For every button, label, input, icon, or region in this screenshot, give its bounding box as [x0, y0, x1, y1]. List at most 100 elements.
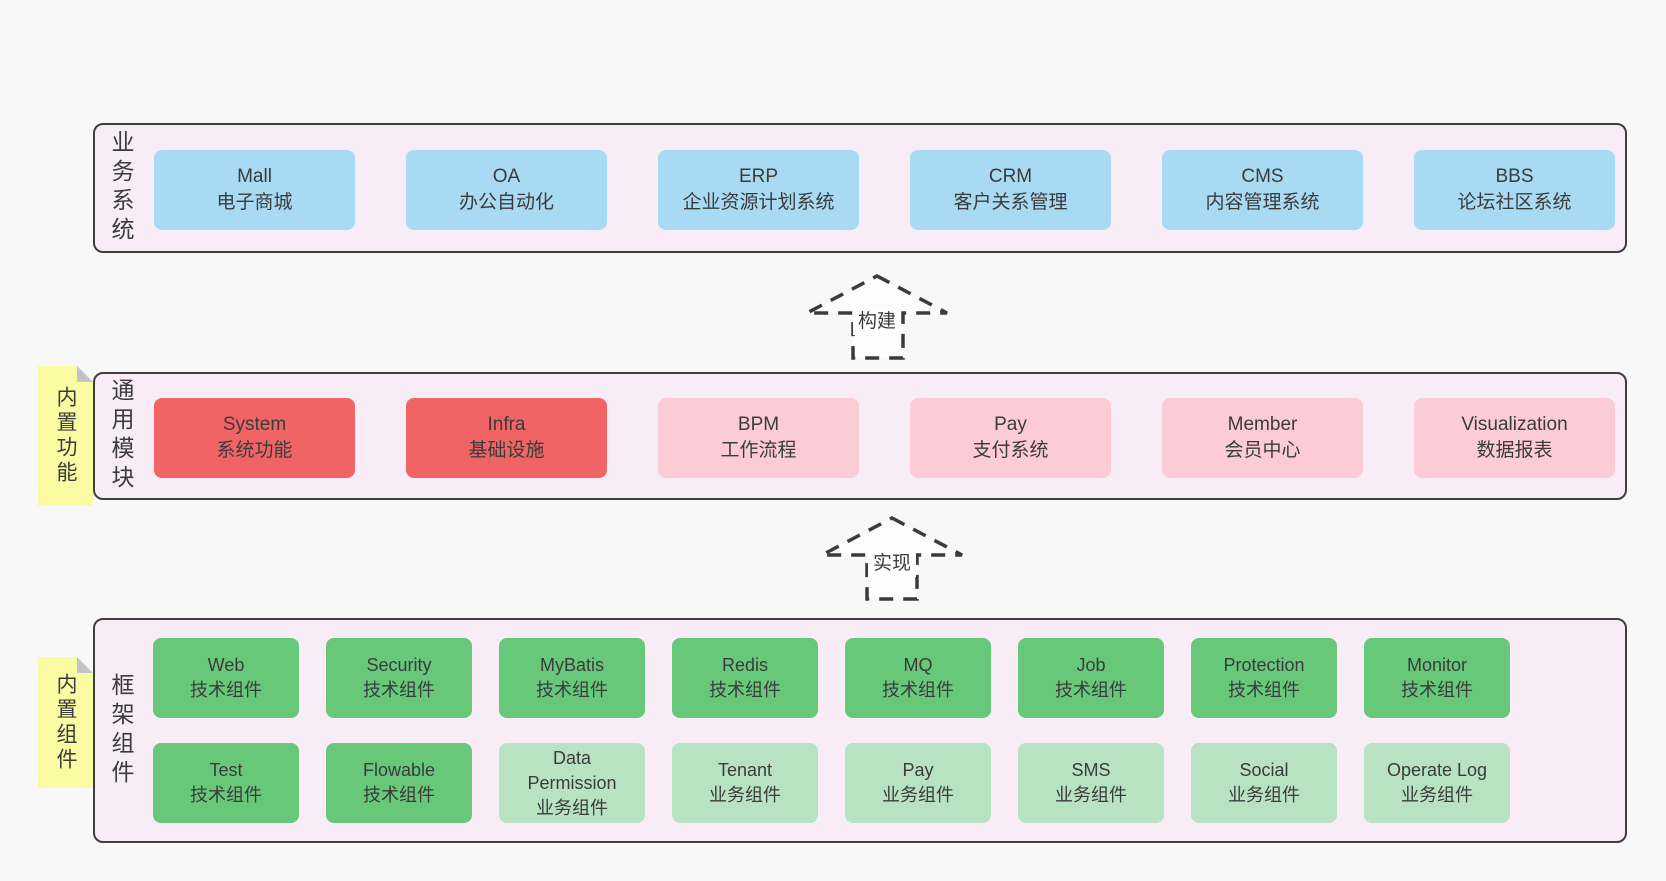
box-title: Member	[1227, 414, 1298, 435]
component-box-monitor: Monitor 技术组件	[1364, 638, 1510, 718]
module-box-erp: ERP 企业资源计划系统	[658, 150, 859, 230]
layer-framework-components: 框架组件 Web 技术组件 Security 技术组件 MyBatis 技术组件…	[93, 618, 1627, 843]
box-subtitle: 技术组件	[882, 680, 954, 700]
module-box-infra: Infra 基础设施	[406, 398, 607, 478]
folded-corner-icon	[77, 366, 93, 382]
box-subtitle: 技术组件	[363, 680, 435, 700]
box-subtitle: 基础设施	[468, 440, 545, 461]
box-subtitle: 技术组件	[363, 785, 435, 805]
box-title: CRM	[988, 166, 1033, 187]
component-box-social: Social 业务组件	[1191, 743, 1337, 823]
component-box-test: Test 技术组件	[153, 743, 299, 823]
box-subtitle: 内容管理系统	[1205, 192, 1320, 213]
box-title: Tenant	[717, 760, 773, 780]
box-title: Operate Log	[1386, 760, 1488, 780]
biz-component-row: Test 技术组件 Flowable 技术组件 Data Permission …	[153, 743, 1510, 823]
sticky-note-built-in-components: 内置组件	[38, 657, 93, 788]
sticky-label: 内置功能	[54, 386, 77, 486]
box-subtitle: 业务组件	[1228, 785, 1300, 805]
box-title: ERP	[738, 166, 779, 187]
box-subtitle: 技术组件	[1055, 680, 1127, 700]
box-title: MyBatis	[539, 655, 604, 675]
layer-label-common-modules: 通用模块	[108, 378, 134, 494]
box-title: MQ	[903, 655, 933, 675]
module-box-cms: CMS 内容管理系统	[1162, 150, 1363, 230]
box-title: Security	[366, 655, 432, 675]
layer-common-modules: 通用模块 System 系统功能 Infra 基础设施 BPM 工作流程 Pay…	[93, 372, 1627, 500]
component-box-tenant: Tenant 业务组件	[672, 743, 818, 823]
component-box-flowable: Flowable 技术组件	[326, 743, 472, 823]
box-subtitle: 技术组件	[1228, 680, 1300, 700]
box-title: Monitor	[1406, 655, 1468, 675]
box-subtitle: 电子商城	[216, 192, 293, 213]
box-subtitle: 技术组件	[190, 680, 262, 700]
box-title: System	[222, 414, 287, 435]
layer-label-framework-components: 框架组件	[108, 672, 134, 789]
box-title: Redis	[721, 655, 769, 675]
box-title: SMS	[1071, 760, 1111, 780]
module-box-visualization: Visualization 数据报表	[1414, 398, 1615, 478]
box-title: Mall	[237, 166, 272, 187]
build-arrow-label: 构建	[852, 309, 902, 335]
box-subtitle: 技术组件	[1401, 680, 1473, 700]
module-box-pay: Pay 支付系统	[910, 398, 1111, 478]
component-box-security: Security 技术组件	[326, 638, 472, 718]
box-subtitle: 支付系统	[972, 440, 1049, 461]
box-subtitle: 业务组件	[536, 797, 608, 818]
component-box-sms: SMS 业务组件	[1018, 743, 1164, 823]
component-box-web: Web 技术组件	[153, 638, 299, 718]
component-box-redis: Redis 技术组件	[672, 638, 818, 718]
box-subtitle: 业务组件	[1055, 785, 1127, 805]
box-title: Infra	[487, 414, 526, 435]
box-title: OA	[492, 166, 521, 187]
implement-arrow-label: 实现	[867, 551, 917, 577]
module-box-system: System 系统功能	[154, 398, 355, 478]
box-subtitle: 业务组件	[1401, 785, 1473, 805]
box-subtitle: 论坛社区系统	[1457, 192, 1572, 213]
box-title: Data Permission	[527, 747, 617, 793]
box-title: Social	[1239, 760, 1289, 780]
box-subtitle: 技术组件	[190, 785, 262, 805]
box-title: Test	[209, 760, 243, 780]
box-subtitle: 企业资源计划系统	[682, 192, 835, 213]
layer-label-business-systems: 业务系统	[108, 130, 134, 246]
box-subtitle: 办公自动化	[458, 192, 554, 213]
box-title: Protection	[1223, 655, 1305, 675]
sticky-label: 内置组件	[54, 672, 77, 773]
box-subtitle: 会员中心	[1224, 440, 1301, 461]
module-box-bbs: BBS 论坛社区系统	[1414, 150, 1615, 230]
component-box-operate-log: Operate Log 业务组件	[1364, 743, 1510, 823]
box-title: BPM	[737, 414, 780, 435]
component-box-mybatis: MyBatis 技术组件	[499, 638, 645, 718]
module-box-member: Member 会员中心	[1162, 398, 1363, 478]
box-title: BBS	[1495, 166, 1534, 187]
component-box-pay: Pay 业务组件	[845, 743, 991, 823]
component-box-protection: Protection 技术组件	[1191, 638, 1337, 718]
module-box-mall: Mall 电子商城	[154, 150, 355, 230]
folded-corner-icon	[77, 657, 93, 673]
box-title: CMS	[1241, 166, 1284, 187]
component-box-mq: MQ 技术组件	[845, 638, 991, 718]
box-subtitle: 客户关系管理	[953, 192, 1068, 213]
module-box-bpm: BPM 工作流程	[658, 398, 859, 478]
box-subtitle: 技术组件	[709, 680, 781, 700]
tech-component-row: Web 技术组件 Security 技术组件 MyBatis 技术组件 Redi…	[153, 638, 1510, 718]
box-subtitle: 系统功能	[216, 440, 293, 461]
box-subtitle: 业务组件	[709, 785, 781, 805]
box-title: Visualization	[1461, 414, 1568, 435]
box-title: Web	[207, 655, 245, 675]
common-module-boxes: System 系统功能 Infra 基础设施 BPM 工作流程 Pay 支付系统…	[154, 398, 1615, 478]
box-subtitle: 数据报表	[1476, 440, 1553, 461]
business-system-boxes: Mall 电子商城 OA 办公自动化 ERP 企业资源计划系统 CRM 客户关系…	[154, 150, 1615, 230]
module-box-crm: CRM 客户关系管理	[910, 150, 1111, 230]
component-box-data-permission: Data Permission 业务组件	[499, 743, 645, 823]
layer-business-systems: 业务系统 Mall 电子商城 OA 办公自动化 ERP 企业资源计划系统 CRM…	[93, 123, 1627, 253]
box-title: Flowable	[362, 760, 436, 780]
box-subtitle: 业务组件	[882, 785, 954, 805]
box-title: Job	[1076, 655, 1106, 675]
box-subtitle: 技术组件	[536, 680, 608, 700]
sticky-note-built-in-features: 内置功能	[38, 366, 93, 506]
box-title: Pay	[994, 414, 1027, 435]
box-subtitle: 工作流程	[720, 440, 797, 461]
